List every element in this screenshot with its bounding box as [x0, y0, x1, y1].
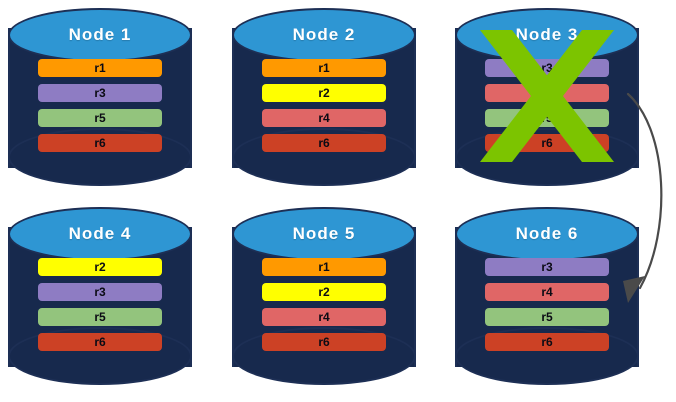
node-label: Node 4: [68, 224, 132, 243]
record-bar-r4[interactable]: r4: [262, 109, 386, 127]
record-bar-r2[interactable]: r2: [38, 258, 162, 276]
node-label: Node 2: [292, 25, 356, 44]
record-bar-r3[interactable]: r3: [38, 84, 162, 102]
cylinder-top: Node 5: [232, 207, 416, 261]
record-label: r2: [318, 285, 330, 299]
record-bar-r5[interactable]: r5: [485, 109, 609, 127]
record-bar-r4[interactable]: r4: [485, 84, 609, 102]
record-label: r6: [318, 136, 330, 150]
node-3[interactable]: Node 3 r3 r4 r5 r6: [455, 6, 639, 190]
node-label: Node 6: [515, 224, 579, 243]
record-bar-r3[interactable]: r3: [485, 59, 609, 77]
record-bar-r5[interactable]: r5: [38, 308, 162, 326]
cylinder-top: Node 4: [8, 207, 192, 261]
node-label: Node 1: [68, 25, 132, 44]
record-bars: r1 r2 r4 r6: [232, 6, 416, 190]
record-label: r4: [541, 86, 553, 100]
record-bar-r3[interactable]: r3: [485, 258, 609, 276]
record-bar-r4[interactable]: r4: [262, 308, 386, 326]
record-bars: r3 r4 r5 r6: [455, 205, 639, 389]
node-4[interactable]: Node 4 r2 r3 r5 r6: [8, 205, 192, 389]
record-bar-r3[interactable]: r3: [38, 283, 162, 301]
record-label: r3: [94, 86, 106, 100]
record-label: r4: [541, 285, 553, 299]
record-label: r3: [541, 61, 553, 75]
record-bar-r6[interactable]: r6: [262, 134, 386, 152]
node-1[interactable]: Node 1 r1 r3 r5 r6: [8, 6, 192, 190]
record-bar-r4[interactable]: r4: [485, 283, 609, 301]
record-bar-r6[interactable]: r6: [38, 333, 162, 351]
record-label: r6: [541, 335, 553, 349]
node-6[interactable]: Node 6 r3 r4 r5 r6: [455, 205, 639, 389]
record-label: r3: [94, 285, 106, 299]
record-label: r2: [94, 260, 106, 274]
record-bar-r5[interactable]: r5: [485, 308, 609, 326]
record-bar-r5[interactable]: r5: [38, 109, 162, 127]
record-bar-r6[interactable]: r6: [485, 134, 609, 152]
record-label: r1: [318, 61, 330, 75]
record-label: r1: [94, 61, 106, 75]
record-bars: r2 r3 r5 r6: [8, 205, 192, 389]
node-2[interactable]: Node 2 r1 r2 r4 r6: [232, 6, 416, 190]
record-bar-r6[interactable]: r6: [485, 333, 609, 351]
record-label: r6: [318, 335, 330, 349]
record-label: r5: [541, 111, 553, 125]
record-label: r1: [318, 260, 330, 274]
record-label: r5: [94, 111, 106, 125]
cylinder-top: Node 1: [8, 8, 192, 62]
record-bars: r1 r2 r4 r6: [232, 205, 416, 389]
record-label: r3: [541, 260, 553, 274]
record-label: r4: [318, 111, 330, 125]
record-bar-r2[interactable]: r2: [262, 283, 386, 301]
record-bar-r1[interactable]: r1: [38, 59, 162, 77]
record-label: r6: [94, 335, 106, 349]
node-5[interactable]: Node 5 r1 r2 r4 r6: [232, 205, 416, 389]
record-bar-r6[interactable]: r6: [38, 134, 162, 152]
record-label: r5: [94, 310, 106, 324]
record-bars: r1 r3 r5 r6: [8, 6, 192, 190]
record-label: r5: [541, 310, 553, 324]
record-bar-r6[interactable]: r6: [262, 333, 386, 351]
record-label: r6: [541, 136, 553, 150]
node-label: Node 3: [515, 25, 579, 44]
cylinder-top: Node 2: [232, 8, 416, 62]
record-label: r6: [94, 136, 106, 150]
record-bar-r2[interactable]: r2: [262, 84, 386, 102]
record-bar-r1[interactable]: r1: [262, 258, 386, 276]
record-label: r2: [318, 86, 330, 100]
record-bar-r1[interactable]: r1: [262, 59, 386, 77]
record-label: r4: [318, 310, 330, 324]
node-label: Node 5: [292, 224, 356, 243]
